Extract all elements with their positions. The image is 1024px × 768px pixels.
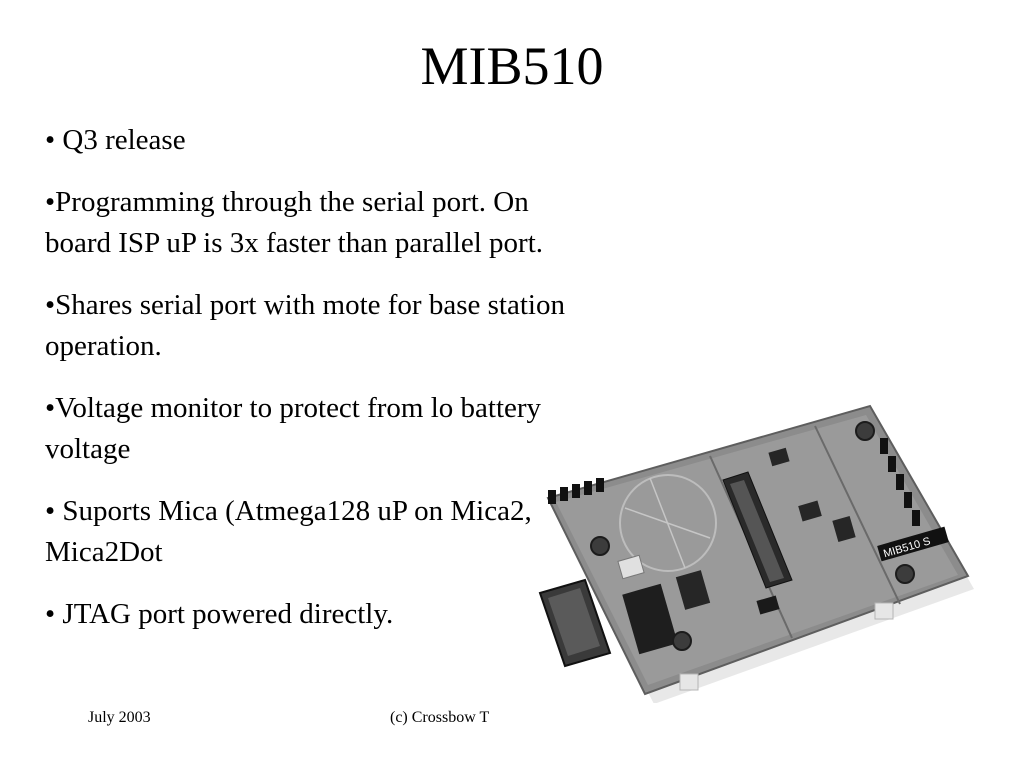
slide-title: MIB510	[420, 36, 604, 96]
mica2dot-socket	[619, 474, 717, 572]
header-pins-right	[880, 438, 920, 526]
header-pins-left	[548, 478, 604, 504]
footer-date: July 2003	[88, 709, 151, 726]
ic-chip	[675, 570, 711, 610]
serial-port-connector	[538, 578, 612, 668]
mounting-holes	[590, 421, 915, 651]
bullet-item: •Voltage monitor to protect from lo batt…	[45, 392, 542, 465]
button	[617, 554, 645, 580]
ic-chip	[622, 583, 678, 655]
bullet-item: • JTAG port powered directly.	[45, 598, 394, 630]
bullet-list: • Q3 release •Programming through the se…	[45, 120, 575, 656]
mib510-board-photo: MIB510 S	[538, 404, 974, 703]
bullet-item: •Shares serial port with mote for base s…	[45, 289, 565, 362]
bullet-item: • Suports Mica (Atmega128 uP on Mica2, M…	[45, 495, 532, 568]
switch	[756, 595, 780, 615]
ic-chip	[832, 515, 856, 543]
ic-chip	[798, 500, 822, 522]
bullet-item: • Q3 release	[45, 124, 186, 156]
ic-chip	[768, 447, 790, 467]
footer-copyright: (c) Crossbow T	[390, 709, 490, 726]
bullet-item: •Programming through the serial port. On…	[45, 186, 543, 259]
